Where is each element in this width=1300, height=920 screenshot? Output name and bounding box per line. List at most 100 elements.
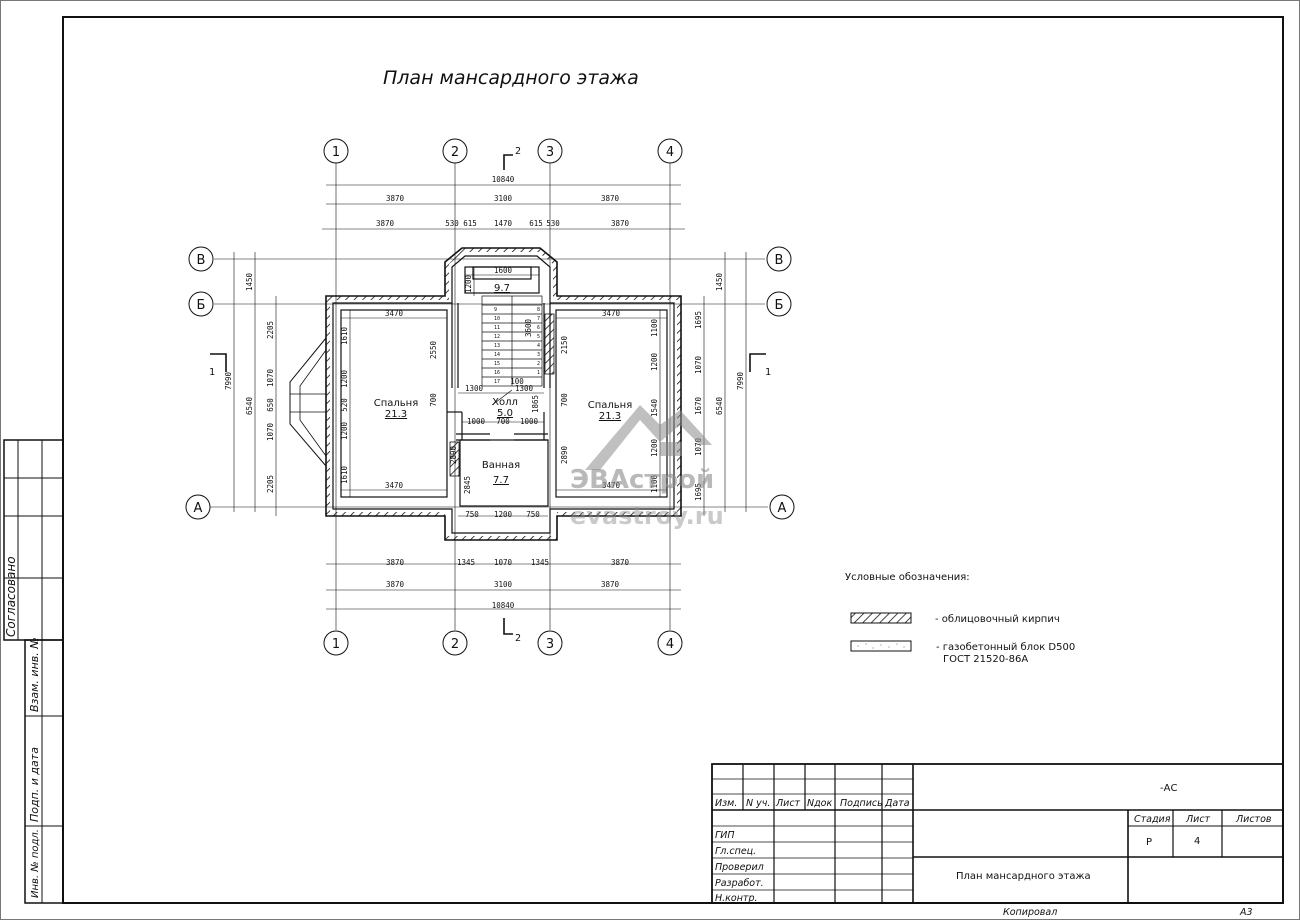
legend-block-label: - газобетонный блок D500 xyxy=(936,642,1075,653)
brick-column-bath xyxy=(449,441,460,477)
room-bath-area: 7.7 xyxy=(493,475,509,486)
svg-text:17: 17 xyxy=(494,379,500,385)
axis-a-left: А xyxy=(194,501,203,516)
svg-text:3870: 3870 xyxy=(611,558,630,567)
axis-labels: 1 2 3 4 1 2 3 4 В Б А В Б А xyxy=(194,145,787,652)
tb-header-rev: Изм. xyxy=(715,798,737,809)
section-mark-bottom: 2 xyxy=(515,633,521,644)
floor-plan: 8 7 6 5 4 3 2 1 9 10 11 12 13 14 15 16 1… xyxy=(185,138,795,656)
tb-header-date: Дата xyxy=(884,798,910,809)
svg-text:1070: 1070 xyxy=(694,355,703,374)
brick-column-stair xyxy=(544,313,555,375)
svg-text:1070: 1070 xyxy=(266,422,275,441)
svg-text:6540: 6540 xyxy=(245,396,254,415)
svg-text:3870: 3870 xyxy=(386,558,405,567)
axis-4-bottom: 4 xyxy=(666,637,674,652)
axis-2-bottom: 2 xyxy=(451,637,459,652)
svg-text:700: 700 xyxy=(560,393,569,407)
tb-role-chief: Гл.спец. xyxy=(715,846,756,857)
tb-sheet: 4 xyxy=(1194,836,1200,847)
svg-text:1000: 1000 xyxy=(467,417,486,426)
svg-text:2: 2 xyxy=(537,361,540,367)
axis-3-bottom: 3 xyxy=(546,637,554,652)
svg-text:3100: 3100 xyxy=(494,580,513,589)
svg-text:1200: 1200 xyxy=(650,352,659,371)
svg-text:1200: 1200 xyxy=(464,274,473,293)
room-labels: Спальня 21.3 Спальня 21.3 Холл 5.0 Ванна… xyxy=(374,283,633,486)
tb-role-checked: Проверил xyxy=(715,862,764,873)
tb-role-norm: Н.контр. xyxy=(715,893,758,904)
axis-1-top: 1 xyxy=(332,145,340,160)
room-hall-area: 5.0 xyxy=(497,408,513,419)
svg-text:520: 520 xyxy=(340,398,349,412)
svg-text:1: 1 xyxy=(537,370,540,376)
axis-a-right: А xyxy=(778,501,787,516)
svg-text:3870: 3870 xyxy=(376,219,395,228)
svg-text:750: 750 xyxy=(526,510,540,519)
stamp-replace-inv: Взам. инв. № xyxy=(28,637,41,712)
svg-text:2890: 2890 xyxy=(560,445,569,464)
legend-title: Условные обозначения: xyxy=(845,572,970,583)
svg-text:1000: 1000 xyxy=(520,417,539,426)
svg-text:3870: 3870 xyxy=(601,580,620,589)
svg-text:1345: 1345 xyxy=(531,558,549,567)
axis-1-bottom: 1 xyxy=(332,637,340,652)
svg-text:1100: 1100 xyxy=(650,318,659,337)
svg-text:1200: 1200 xyxy=(340,369,349,388)
left-bay xyxy=(289,337,327,467)
stair xyxy=(481,295,543,406)
svg-text:100: 100 xyxy=(510,377,524,386)
svg-text:3870: 3870 xyxy=(386,194,405,203)
svg-text:14: 14 xyxy=(494,352,500,358)
svg-text:1200: 1200 xyxy=(650,438,659,457)
tb-header-doc: Nдок xyxy=(807,798,832,809)
axis-b-right: Б xyxy=(775,298,784,313)
axis-v-left: В xyxy=(197,253,206,268)
tb-sheets-header: Листов xyxy=(1235,814,1272,825)
stamp-agreed: Согласовано xyxy=(4,556,18,637)
svg-text:3470: 3470 xyxy=(602,309,621,318)
tb-role-gip: ГИП xyxy=(715,830,735,841)
svg-text:15: 15 xyxy=(494,361,500,367)
svg-text:7990: 7990 xyxy=(224,371,233,390)
svg-text:5: 5 xyxy=(537,334,540,340)
svg-text:1450: 1450 xyxy=(245,272,254,291)
dim-lines-side xyxy=(233,252,747,516)
svg-text:1100: 1100 xyxy=(650,474,659,493)
axis-v-right: В xyxy=(775,253,784,268)
svg-text:3470: 3470 xyxy=(385,481,404,490)
svg-text:9: 9 xyxy=(494,307,497,313)
svg-text:2205: 2205 xyxy=(266,321,275,339)
dim-texts-vertical: 7990 6540 1450 2205 1070 650 1070 2205 1… xyxy=(224,272,745,501)
section-mark-top: 2 xyxy=(515,146,521,157)
svg-text:530: 530 xyxy=(445,219,459,228)
section-marks xyxy=(210,154,766,635)
svg-text:750: 750 xyxy=(465,510,479,519)
svg-text:3870: 3870 xyxy=(601,194,620,203)
svg-text:2550: 2550 xyxy=(429,340,438,359)
stair-step-numbers: 8 7 6 5 4 3 2 1 9 10 11 12 13 14 15 16 1… xyxy=(494,307,540,385)
legend-block-standard: ГОСТ 21520-86А xyxy=(943,654,1028,665)
svg-text:1695: 1695 xyxy=(694,483,703,501)
legend-block-swatch xyxy=(850,640,912,652)
svg-text:6540: 6540 xyxy=(715,396,724,415)
watermark-logo xyxy=(585,405,712,470)
svg-text:1070: 1070 xyxy=(494,558,513,567)
room-bath-name: Ванная xyxy=(482,460,520,471)
svg-text:530: 530 xyxy=(546,219,560,228)
svg-text:700: 700 xyxy=(496,417,510,426)
legend: Условные обозначения: - облицовочный кир… xyxy=(845,572,1075,665)
tb-header-sheet: Лист xyxy=(775,798,801,809)
svg-text:1695: 1695 xyxy=(694,311,703,329)
watermark-house-icon xyxy=(585,405,712,470)
svg-text:2150: 2150 xyxy=(560,335,569,354)
svg-text:1200: 1200 xyxy=(494,510,513,519)
room-bedroom-left-name: Спальня xyxy=(374,398,419,409)
svg-text:1070: 1070 xyxy=(266,368,275,387)
svg-text:615: 615 xyxy=(529,219,543,228)
svg-text:1865: 1865 xyxy=(531,395,540,413)
cladding-right xyxy=(677,300,681,512)
svg-text:2890: 2890 xyxy=(449,445,458,464)
tb-stage-header: Стадия xyxy=(1134,814,1171,825)
svg-text:3470: 3470 xyxy=(385,309,404,318)
